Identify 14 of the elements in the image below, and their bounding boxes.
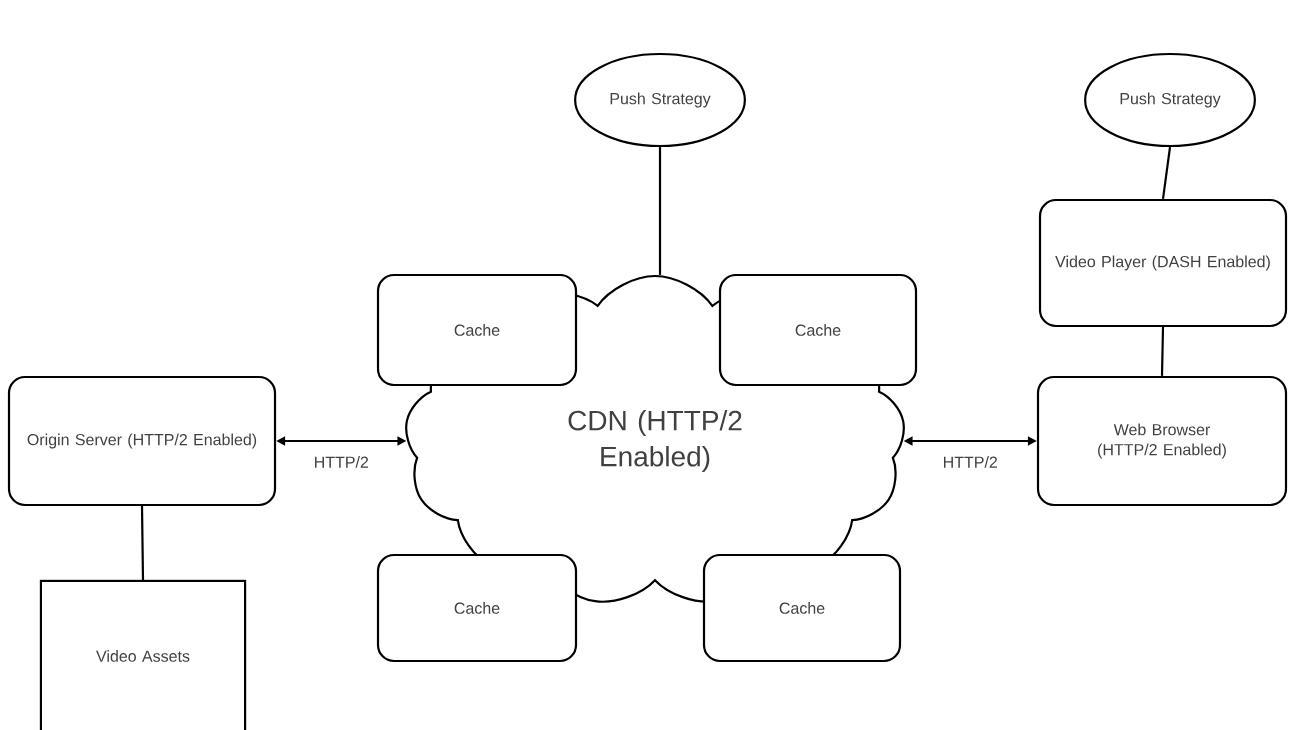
process-box: Origin Server (HTTP/2 Enabled) (7, 375, 277, 507)
process-box: Web Browser (HTTP/2 Enabled) (1036, 375, 1288, 507)
process-box: Cache (702, 553, 902, 663)
edge-label: HTTP/2 (311, 454, 371, 470)
process-box: Cache (718, 273, 918, 387)
connector (658, 147, 662, 275)
process-box: Cache (376, 553, 578, 663)
edge-label: HTTP/2 (940, 454, 1000, 470)
process-box: Cache (376, 273, 578, 387)
storage-box: Video Assets (39, 579, 247, 730)
connector (1161, 146, 1172, 200)
connector (1160, 327, 1165, 376)
process-box: Video Player (DASH Enabled) (1038, 198, 1288, 328)
connector (140, 506, 145, 581)
